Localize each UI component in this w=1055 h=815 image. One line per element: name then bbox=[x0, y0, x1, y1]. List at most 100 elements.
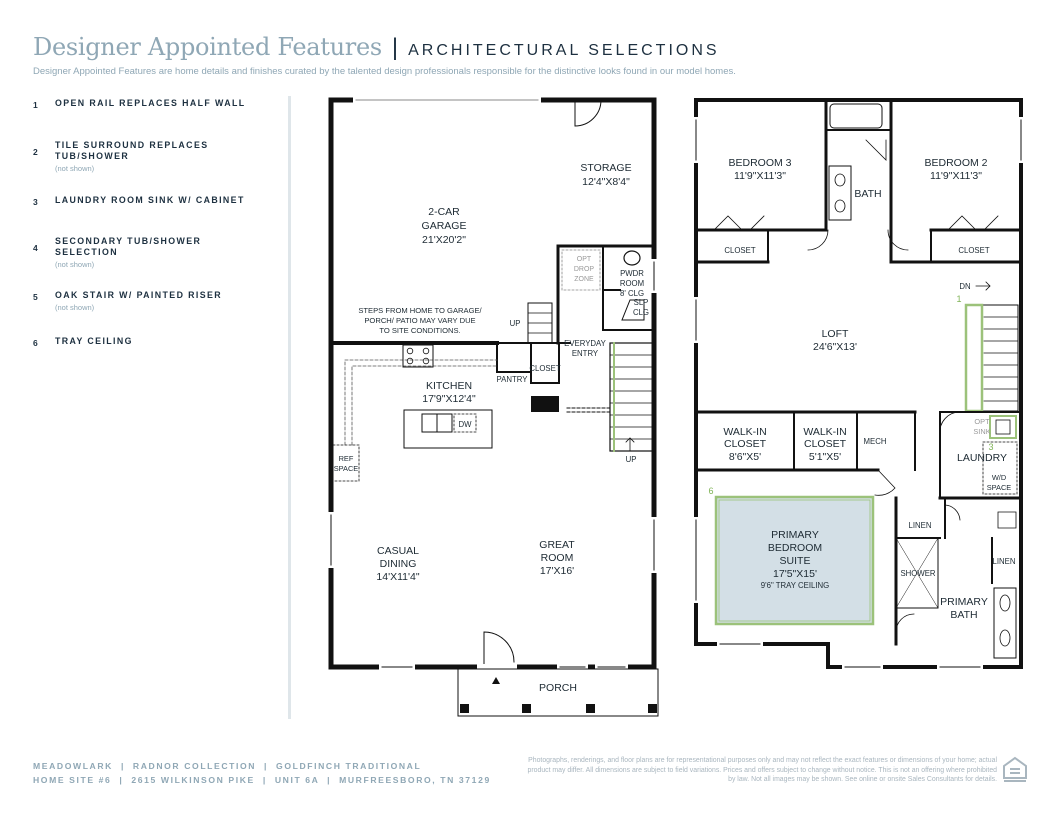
room-dimension-walk-in-closet: 5'1"X5' bbox=[809, 451, 841, 463]
room-label-walk-in-closet: WALK-IN bbox=[723, 426, 766, 438]
room-dimension-kitchen: 17'9"X12'4" bbox=[422, 393, 476, 405]
opt-drop-zone-label: DROP bbox=[574, 266, 595, 273]
room-label-shower: SHOWER bbox=[900, 569, 935, 578]
sloped-ceiling-label: CLG bbox=[633, 308, 649, 317]
feature-note: (not shown) bbox=[55, 303, 95, 312]
room-label-walk-in-closet-2: CLOSET bbox=[724, 438, 767, 450]
room-label-powder-2: ROOM bbox=[620, 279, 644, 288]
room-label-linen: LINEN bbox=[909, 521, 932, 530]
opt-drop-zone-label: ZONE bbox=[574, 276, 594, 283]
feature-label: TILE SURROUND REPLACES TUB/SHOWER(not sh… bbox=[55, 140, 225, 174]
room-label-primary-bedroom-2: BEDROOM bbox=[768, 542, 822, 554]
stair-up-label: UP bbox=[626, 455, 637, 464]
section-divider bbox=[288, 96, 291, 719]
room-label-everyday-entry-2: ENTRY bbox=[572, 349, 599, 358]
ref-space-label: SPACE bbox=[334, 464, 359, 473]
title-separator: | bbox=[391, 34, 399, 61]
room-label-casual-dining-2: DINING bbox=[380, 558, 417, 570]
feature-marker-1: 1 bbox=[956, 294, 961, 304]
stair-down-label: DN bbox=[959, 282, 970, 291]
feature-number: 2 bbox=[33, 147, 38, 157]
room-label-closet: CLOSET bbox=[529, 364, 560, 373]
equal-housing-opportunity-icon bbox=[1003, 756, 1027, 782]
room-dimension-casual-dining: 14'X11'4" bbox=[376, 571, 419, 583]
room-label-laundry: LAUNDRY bbox=[957, 452, 1007, 464]
feature-number: 6 bbox=[33, 338, 38, 348]
feature-marker-6: 6 bbox=[708, 486, 713, 496]
room-label-primary-bath-2: BATH bbox=[950, 609, 977, 621]
storage-door bbox=[574, 99, 602, 127]
tray-ceiling-label: 9'6" TRAY CEILING bbox=[761, 581, 829, 590]
room-dimension-loft: 24'6"X13' bbox=[813, 341, 857, 353]
garage-note: STEPS FROM HOME TO GARAGE/ bbox=[358, 306, 482, 315]
feature-number: 4 bbox=[33, 243, 38, 253]
first-floor-labels: STORAGE 12'4"X8'4" 2-CAR GARAGE 21'X20'2… bbox=[334, 162, 649, 694]
room-label-bath: BATH bbox=[854, 188, 881, 200]
room-label-everyday-entry: EVERYDAY bbox=[564, 339, 607, 348]
feature-label: SECONDARY TUB/SHOWER SELECTION(not shown… bbox=[55, 236, 215, 270]
garage-note: TO SITE CONDITIONS. bbox=[379, 326, 460, 335]
room-label-porch: PORCH bbox=[539, 682, 577, 694]
room-label-closet: CLOSET bbox=[724, 246, 755, 255]
room-dimension-storage: 12'4"X8'4" bbox=[582, 176, 630, 188]
feature-number: 5 bbox=[33, 292, 38, 302]
washer-dryer-label: SPACE bbox=[987, 483, 1012, 492]
room-label-great-room: GREAT bbox=[539, 539, 575, 551]
opt-sink-label: SINK bbox=[973, 427, 990, 436]
footer-line-1: MEADOWLARK | RADNOR COLLECTION | GOLDFIN… bbox=[33, 761, 422, 771]
room-label-casual-dining: CASUAL bbox=[377, 545, 419, 557]
room-label-loft: LOFT bbox=[822, 328, 849, 340]
feature-label: LAUNDRY ROOM SINK W/ CABINET bbox=[55, 195, 245, 205]
room-label-garage: 2-CAR bbox=[428, 206, 460, 218]
footer-disclaimer: Photographs, renderings, and floor plans… bbox=[527, 757, 997, 783]
tray-ceiling-highlight bbox=[714, 495, 875, 626]
feature-number: 1 bbox=[33, 100, 38, 110]
room-label-great-room-2: ROOM bbox=[541, 552, 574, 564]
room-label-primary-bath: PRIMARY bbox=[940, 596, 988, 608]
opt-sink-label: OPT bbox=[974, 417, 990, 426]
room-label-walk-in-closet: WALK-IN bbox=[803, 426, 846, 438]
page-subtitle: ARCHITECTURAL SELECTIONS bbox=[408, 42, 720, 59]
garage-note: PORCH/ PATIO MAY VARY DUE bbox=[364, 316, 475, 325]
first-floor-plan bbox=[328, 97, 659, 717]
room-dimension-bedroom-2: 11'9"X11'3" bbox=[930, 170, 982, 182]
page-header: Designer Appointed Features | ARCHITECTU… bbox=[33, 33, 720, 63]
room-dimension-great-room: 17'X16' bbox=[540, 565, 574, 577]
second-floor-outline bbox=[694, 98, 1023, 669]
room-label-mech: MECH bbox=[864, 437, 887, 446]
front-door bbox=[483, 631, 515, 668]
stair-up-label: UP bbox=[510, 319, 521, 328]
ref-space-label: REF bbox=[339, 454, 354, 463]
feature-number: 3 bbox=[33, 197, 38, 207]
second-floor-labels: BEDROOM 3 11'9"X11'3" BEDROOM 2 11'9"X11… bbox=[708, 157, 1015, 621]
room-label-garage-2: GARAGE bbox=[422, 220, 467, 232]
feature-marker-3: 3 bbox=[988, 442, 993, 452]
room-label-pantry: PANTRY bbox=[497, 375, 529, 384]
washer-dryer-label: W/D bbox=[992, 473, 1006, 482]
room-label-storage: STORAGE bbox=[580, 162, 631, 174]
room-dimension-bedroom-3: 11'9"X11'3" bbox=[734, 170, 786, 182]
room-label-linen: LINEN bbox=[993, 557, 1016, 566]
room-ceiling-powder: 8' CLG bbox=[620, 289, 644, 298]
room-label-closet: CLOSET bbox=[958, 246, 989, 255]
room-dimension-primary-bedroom: 17'5"X15' bbox=[773, 568, 817, 580]
feature-note: (not shown) bbox=[55, 164, 95, 173]
room-label-bedroom-2: BEDROOM 2 bbox=[924, 157, 987, 169]
feature-label: TRAY CEILING bbox=[55, 336, 133, 346]
floor-plans: STORAGE 12'4"X8'4" 2-CAR GARAGE 21'X20'2… bbox=[328, 97, 1024, 717]
room-dimension-garage: 21'X20'2" bbox=[422, 234, 466, 246]
room-label-powder: PWDR bbox=[620, 269, 644, 278]
feature-note: (not shown) bbox=[55, 260, 95, 269]
room-label-primary-bedroom: PRIMARY bbox=[771, 529, 819, 541]
feature-label: OAK STAIR W/ PAINTED RISER(not shown) bbox=[55, 290, 285, 313]
room-dimension-walk-in-closet: 8'6"X5' bbox=[729, 451, 761, 463]
open-rail-highlight bbox=[964, 303, 984, 413]
footer-community-info: MEADOWLARK | RADNOR COLLECTION | GOLDFIN… bbox=[33, 759, 491, 787]
footer-line-2: HOME SITE #6 | 2615 WILKINSON PIKE | UNI… bbox=[33, 775, 491, 785]
page-description: Designer Appointed Features are home det… bbox=[33, 66, 736, 77]
room-label-primary-bedroom-3: SUITE bbox=[780, 555, 811, 567]
second-floor-plan bbox=[693, 98, 1024, 670]
feature-label: OPEN RAIL REPLACES HALF WALL bbox=[55, 98, 246, 108]
room-label-walk-in-closet-2: CLOSET bbox=[804, 438, 847, 450]
room-label-kitchen: KITCHEN bbox=[426, 380, 472, 392]
